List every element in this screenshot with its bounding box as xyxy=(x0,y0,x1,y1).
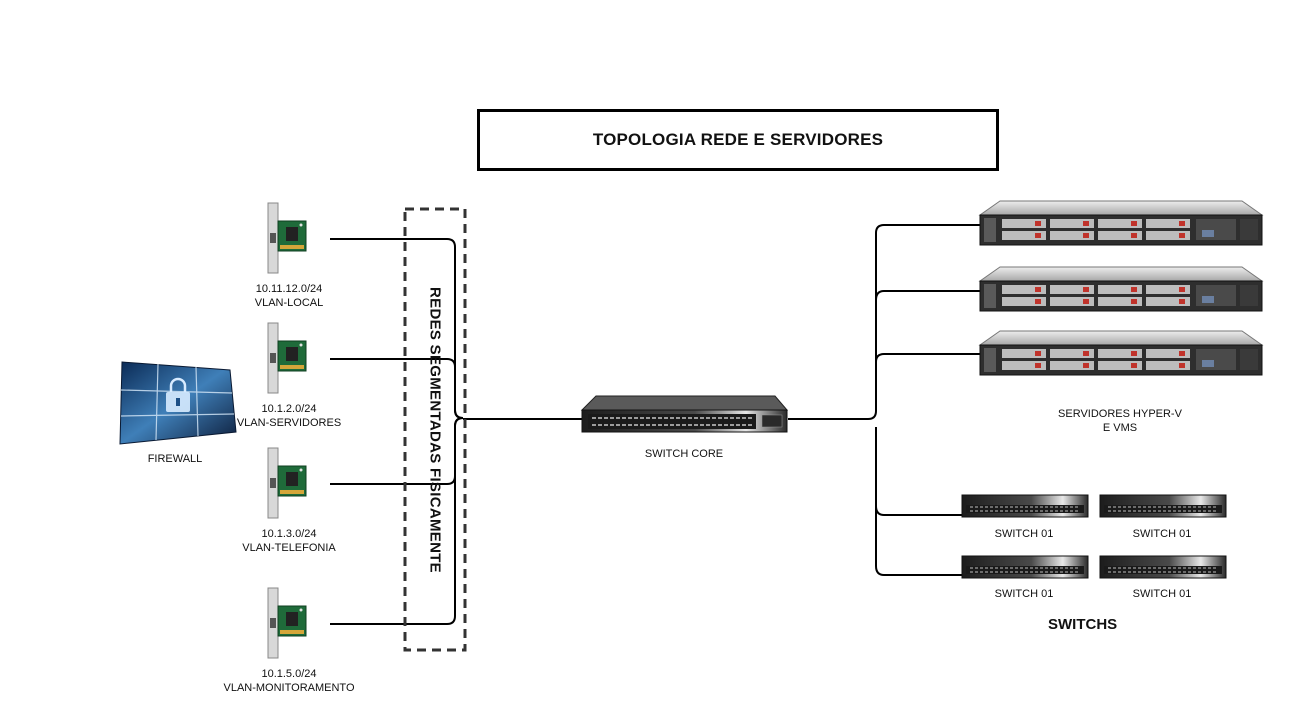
firewall-label: FIREWALL xyxy=(147,453,203,465)
servers-label-line1: SERVIDORES HYPER-V xyxy=(1058,408,1182,420)
nic-card-icon xyxy=(267,447,307,519)
rack-server-icon xyxy=(979,330,1263,376)
segment-label: REDES SEGMENTADAS FISICAMENTE xyxy=(426,287,444,573)
nic-label-telefonia: 10.1.3.0/24 VLAN-TELEFONIA xyxy=(219,527,359,555)
nic-card-icon xyxy=(267,322,307,394)
nic-vlan: VLAN-SERVIDORES xyxy=(236,417,342,429)
switch-label: SWITCH 01 xyxy=(994,528,1054,540)
nic-vlan: VLAN-LOCAL xyxy=(254,297,324,309)
link-vlan-monitoramento xyxy=(330,417,464,625)
nic-label-servidores: 10.1.2.0/24 VLAN-SERVIDORES xyxy=(219,402,359,430)
switch-label: SWITCH 01 xyxy=(994,588,1054,600)
switch-label: SWITCH 01 xyxy=(1132,588,1192,600)
core-switch-icon xyxy=(580,395,789,433)
access-switch-icon xyxy=(961,555,1089,579)
access-switch-icon xyxy=(961,494,1089,518)
nic-card-icon xyxy=(267,202,307,274)
nic-network: 10.11.12.0/24 xyxy=(255,283,323,295)
rack-server-icon xyxy=(979,266,1263,312)
nic-vlan: VLAN-MONITORAMENTO xyxy=(223,682,355,694)
nic-card-icon xyxy=(267,587,307,659)
nic-label-local: 10.11.12.0/24 VLAN-LOCAL xyxy=(229,282,349,310)
access-switch-icon xyxy=(1099,555,1227,579)
diagram-title: TOPOLOGIA REDE E SERVIDORES xyxy=(477,109,999,171)
firewall-icon xyxy=(119,361,237,445)
core-switch-label: SWITCH CORE xyxy=(644,448,724,460)
nic-network: 10.1.2.0/24 xyxy=(261,403,317,415)
nic-network: 10.1.5.0/24 xyxy=(261,668,317,680)
segment-dashed-box xyxy=(403,207,467,652)
switch-label: SWITCH 01 xyxy=(1132,528,1192,540)
servers-label: SERVIDORES HYPER-V E VMS xyxy=(1040,407,1200,435)
nic-network: 10.1.3.0/24 xyxy=(261,528,317,540)
access-switch-icon xyxy=(1099,494,1227,518)
nic-label-monitoramento: 10.1.5.0/24 VLAN-MONITORAMENTO xyxy=(204,667,374,695)
link-vlan-servidores xyxy=(330,358,464,419)
connection-lines xyxy=(330,224,980,625)
nic-vlan: VLAN-TELEFONIA xyxy=(242,542,336,554)
switches-group-label: SWITCHS xyxy=(1048,616,1118,633)
rack-server-icon xyxy=(979,200,1263,246)
servers-label-line2: E VMS xyxy=(1102,422,1138,434)
